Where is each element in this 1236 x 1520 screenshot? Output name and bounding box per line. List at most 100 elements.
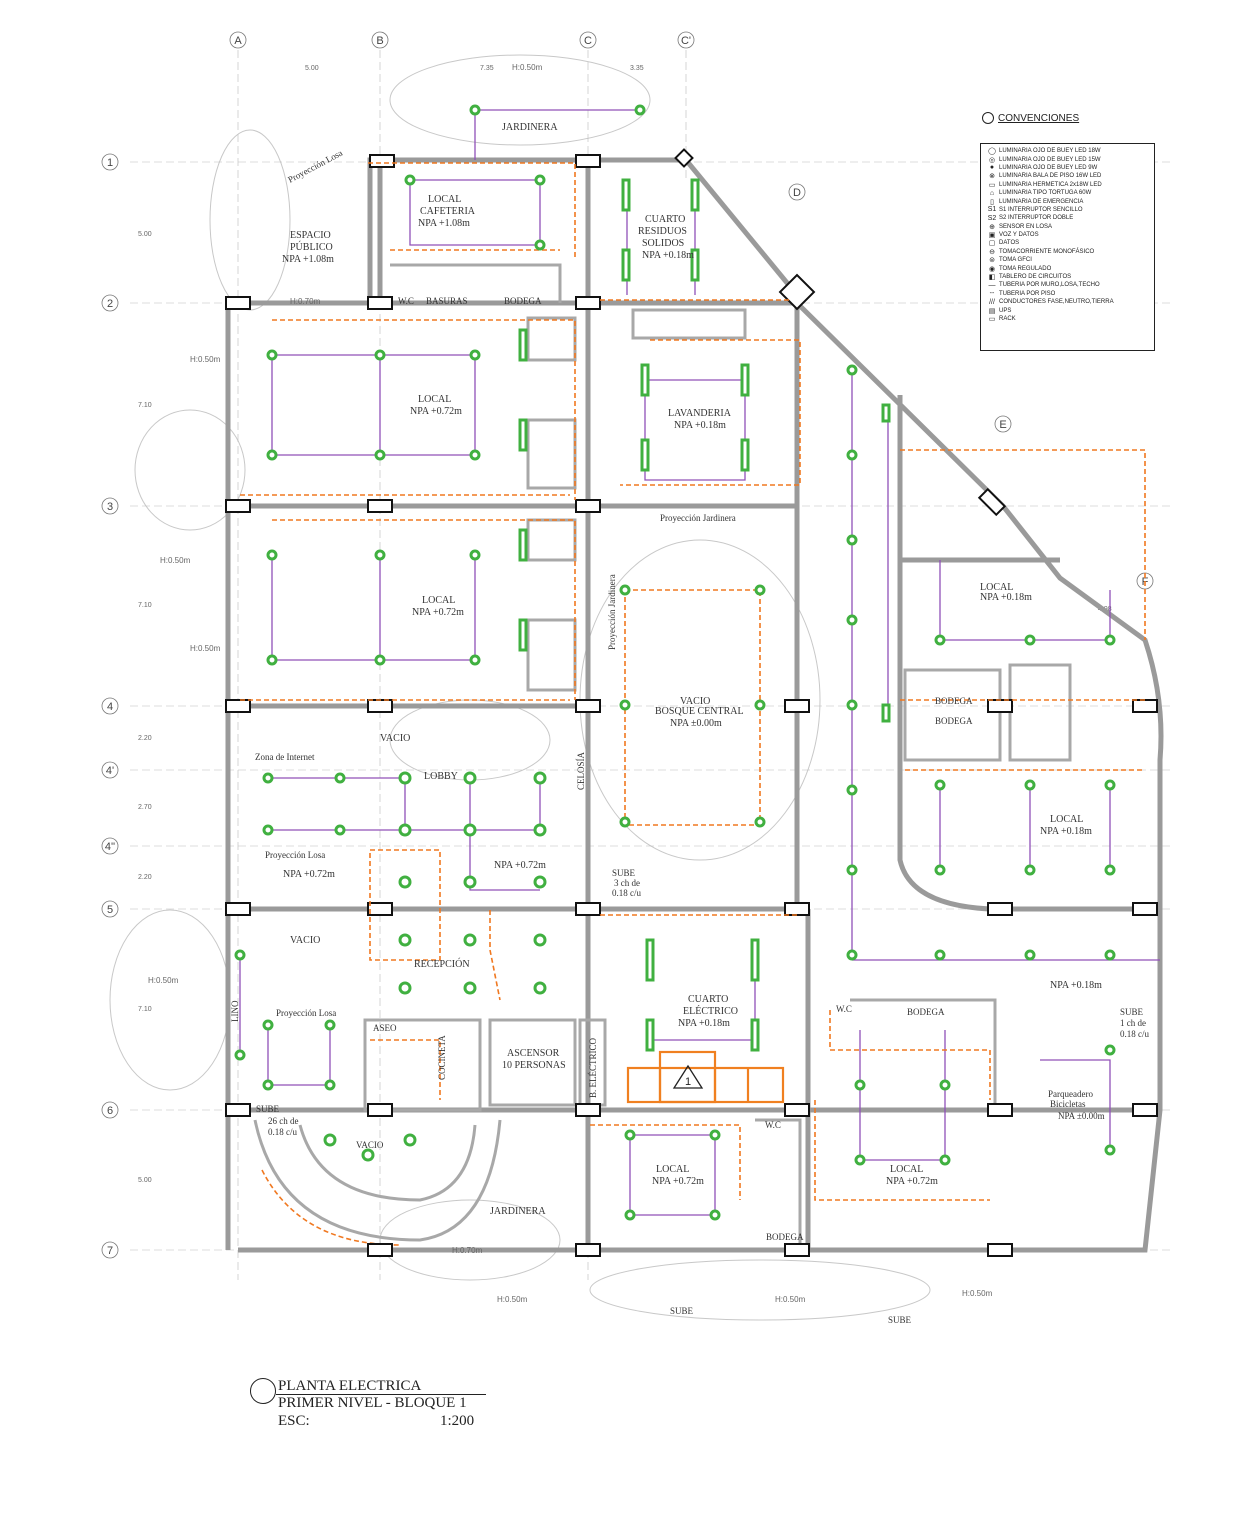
room-label: NPA +1.08m (418, 218, 470, 229)
room-label: VACIO (380, 733, 410, 744)
height-text: H:0.50m (775, 1295, 806, 1304)
legend-text: S2 INTERRUPTOR DOBLE (999, 215, 1074, 222)
room-label: NPA +0.72m (412, 607, 464, 618)
legend-symbol-icon: ▢ (988, 240, 996, 248)
room-label: ESPACIO (290, 230, 331, 241)
room-label: CUARTO (645, 214, 685, 225)
height-text: H:0.50m (190, 644, 221, 653)
height-text: H:0.50m (497, 1295, 528, 1304)
room-label: Proyección Jardinera (607, 574, 617, 650)
room-label: JARDINERA (490, 1206, 546, 1217)
dim-text: 2.70 (138, 804, 152, 811)
legend-circle-icon (982, 112, 994, 124)
legend-text: UPS (999, 307, 1012, 314)
legend-text: TOMACORRIENTE MONOFÁSICO (999, 248, 1095, 255)
room-label: NPA +0.18m (678, 1018, 730, 1029)
room-label: B. ELÉCTRICO (588, 1038, 598, 1098)
legend-row: ▢DATOS (985, 239, 1150, 247)
dim-text: 7.10 (138, 1006, 152, 1013)
grid-col-label: C' (681, 35, 691, 47)
room-label: 3 ch de (614, 878, 640, 888)
legend-text: LUMINARIA HERMETICA 2x18W LED (999, 181, 1102, 188)
height-text: H:0.50m (962, 1289, 993, 1298)
dim-text: 5.00 (305, 65, 319, 72)
room-label: LOCAL (890, 1164, 923, 1175)
height-text: H:0.70m (452, 1246, 483, 1255)
room-label: BODEGA (935, 716, 973, 726)
legend-text: TABLERO DE CIRCUITOS (999, 274, 1072, 281)
room-label: NPA +0.72m (494, 860, 546, 871)
legend-row: /// CONDUCTORES FASE,NEUTRO,TIERRA (985, 298, 1150, 306)
room-label: NPA ±0.00m (670, 718, 722, 729)
room-label: Zona de Internet (255, 752, 315, 762)
legend-text: TUBERIA POR PISO (999, 290, 1056, 297)
room-label: BASURAS (426, 296, 468, 306)
legend-text: LUMINARIA OJO DE BUEY LED 9W (999, 164, 1098, 171)
grid-col-label: C (584, 35, 592, 47)
legend-symbol-icon: ▭ (988, 316, 996, 323)
legend-symbol-icon: -- (989, 290, 995, 298)
room-label: NPA +0.18m (674, 420, 726, 431)
legend-row: ▭RACK (985, 315, 1150, 323)
legend-text: LUMINARIA TIPO TORTUGA 60W (999, 190, 1092, 197)
room-label: LOCAL (422, 595, 455, 606)
grid-row-label: 7 (107, 1245, 113, 1257)
room-label: LOCAL (980, 582, 1013, 593)
legend-symbol-icon: ⊕ (989, 223, 995, 231)
grid-row-label: 1 (107, 157, 113, 169)
dim-text: H:0.50m (512, 63, 543, 72)
legend-text: TUBERIA POR MURO,LOSA,TECHO (999, 282, 1100, 289)
grid-col-label: A (234, 35, 242, 47)
legend-symbol-icon: /// (989, 298, 995, 306)
room-label: 0.18 c/u (1120, 1029, 1149, 1039)
grid-row-label: 4' (106, 765, 114, 777)
dim-text: 2.20 (138, 874, 152, 881)
grid-col-label: E (999, 419, 1006, 431)
room-label: BOSQUE CENTRAL (655, 706, 744, 717)
legend-row: ◯LUMINARIA OJO DE BUEY LED 18W (985, 147, 1150, 155)
legend-text: S1 INTERRUPTOR SENCILLO (999, 206, 1083, 213)
room-label: CAFETERIA (420, 206, 476, 217)
room-label: 10 PERSONAS (502, 1060, 566, 1071)
legend-text: CONDUCTORES FASE,NEUTRO,TIERRA (999, 299, 1114, 306)
legend-text: SENSOR EN LOSA (999, 223, 1053, 230)
dim-text: 5.00 (138, 1177, 152, 1184)
room-label: BODEGA (907, 1007, 945, 1017)
legend-row: ◎LUMINARIA OJO DE BUEY LED 15W (985, 155, 1150, 164)
legend-row: ◧TABLERO DE CIRCUITOS (985, 273, 1150, 281)
legend-text: LUMINARIA BALA DE PISO 16W LED (999, 173, 1102, 180)
legend-title-text: CONVENCIONES (998, 112, 1080, 124)
panel-number: 1 (685, 1076, 691, 1088)
legend-symbol-icon: ● (989, 164, 995, 172)
room-label: ASCENSOR (507, 1048, 560, 1059)
room-label: W.C (836, 1004, 852, 1014)
room-label: VACIO (356, 1140, 384, 1150)
room-label: BODEGA (766, 1232, 804, 1242)
wiring-floor (240, 162, 1146, 1201)
legend-row: ⌂LUMINARIA TIPO TORTUGA 60W (985, 189, 1150, 197)
legend-symbol-icon: ◧ (988, 274, 996, 282)
room-label: W.C (398, 296, 414, 306)
legend-text: LUMINARIA DE EMERGENCIA (999, 198, 1084, 205)
room-label: Proyección Losa (276, 1008, 336, 1018)
legend-row: ⊗LUMINARIA BALA DE PISO 16W LED (985, 172, 1150, 180)
room-label: SOLIDOS (642, 238, 684, 249)
room-label: NPA +0.72m (652, 1176, 704, 1187)
dim-text: 3.35 (630, 65, 644, 72)
legend-row: ⊜TOMA GFCI (985, 256, 1150, 264)
grid-row-label: 4 (107, 701, 113, 713)
legend-symbol-icon: S2 (987, 214, 997, 222)
legend-row: ▤UPS (985, 306, 1150, 315)
room-label: LOCAL (428, 194, 461, 205)
legend-box: ◯LUMINARIA OJO DE BUEY LED 18W ◎LUMINARI… (980, 143, 1155, 351)
legend-text: TOMA GFCI (999, 257, 1032, 264)
title-circle-icon (250, 1378, 276, 1404)
legend-symbol-icon: ◯ (988, 148, 996, 156)
room-label: BODEGA (504, 296, 542, 306)
drawing-title: PLANTA ELECTRICA (278, 1378, 422, 1394)
grid-row-label: 3 (107, 501, 113, 513)
scale-label: ESC: (278, 1413, 310, 1429)
room-label: 26 ch de (268, 1116, 299, 1126)
room-label: VACIO (680, 696, 710, 707)
